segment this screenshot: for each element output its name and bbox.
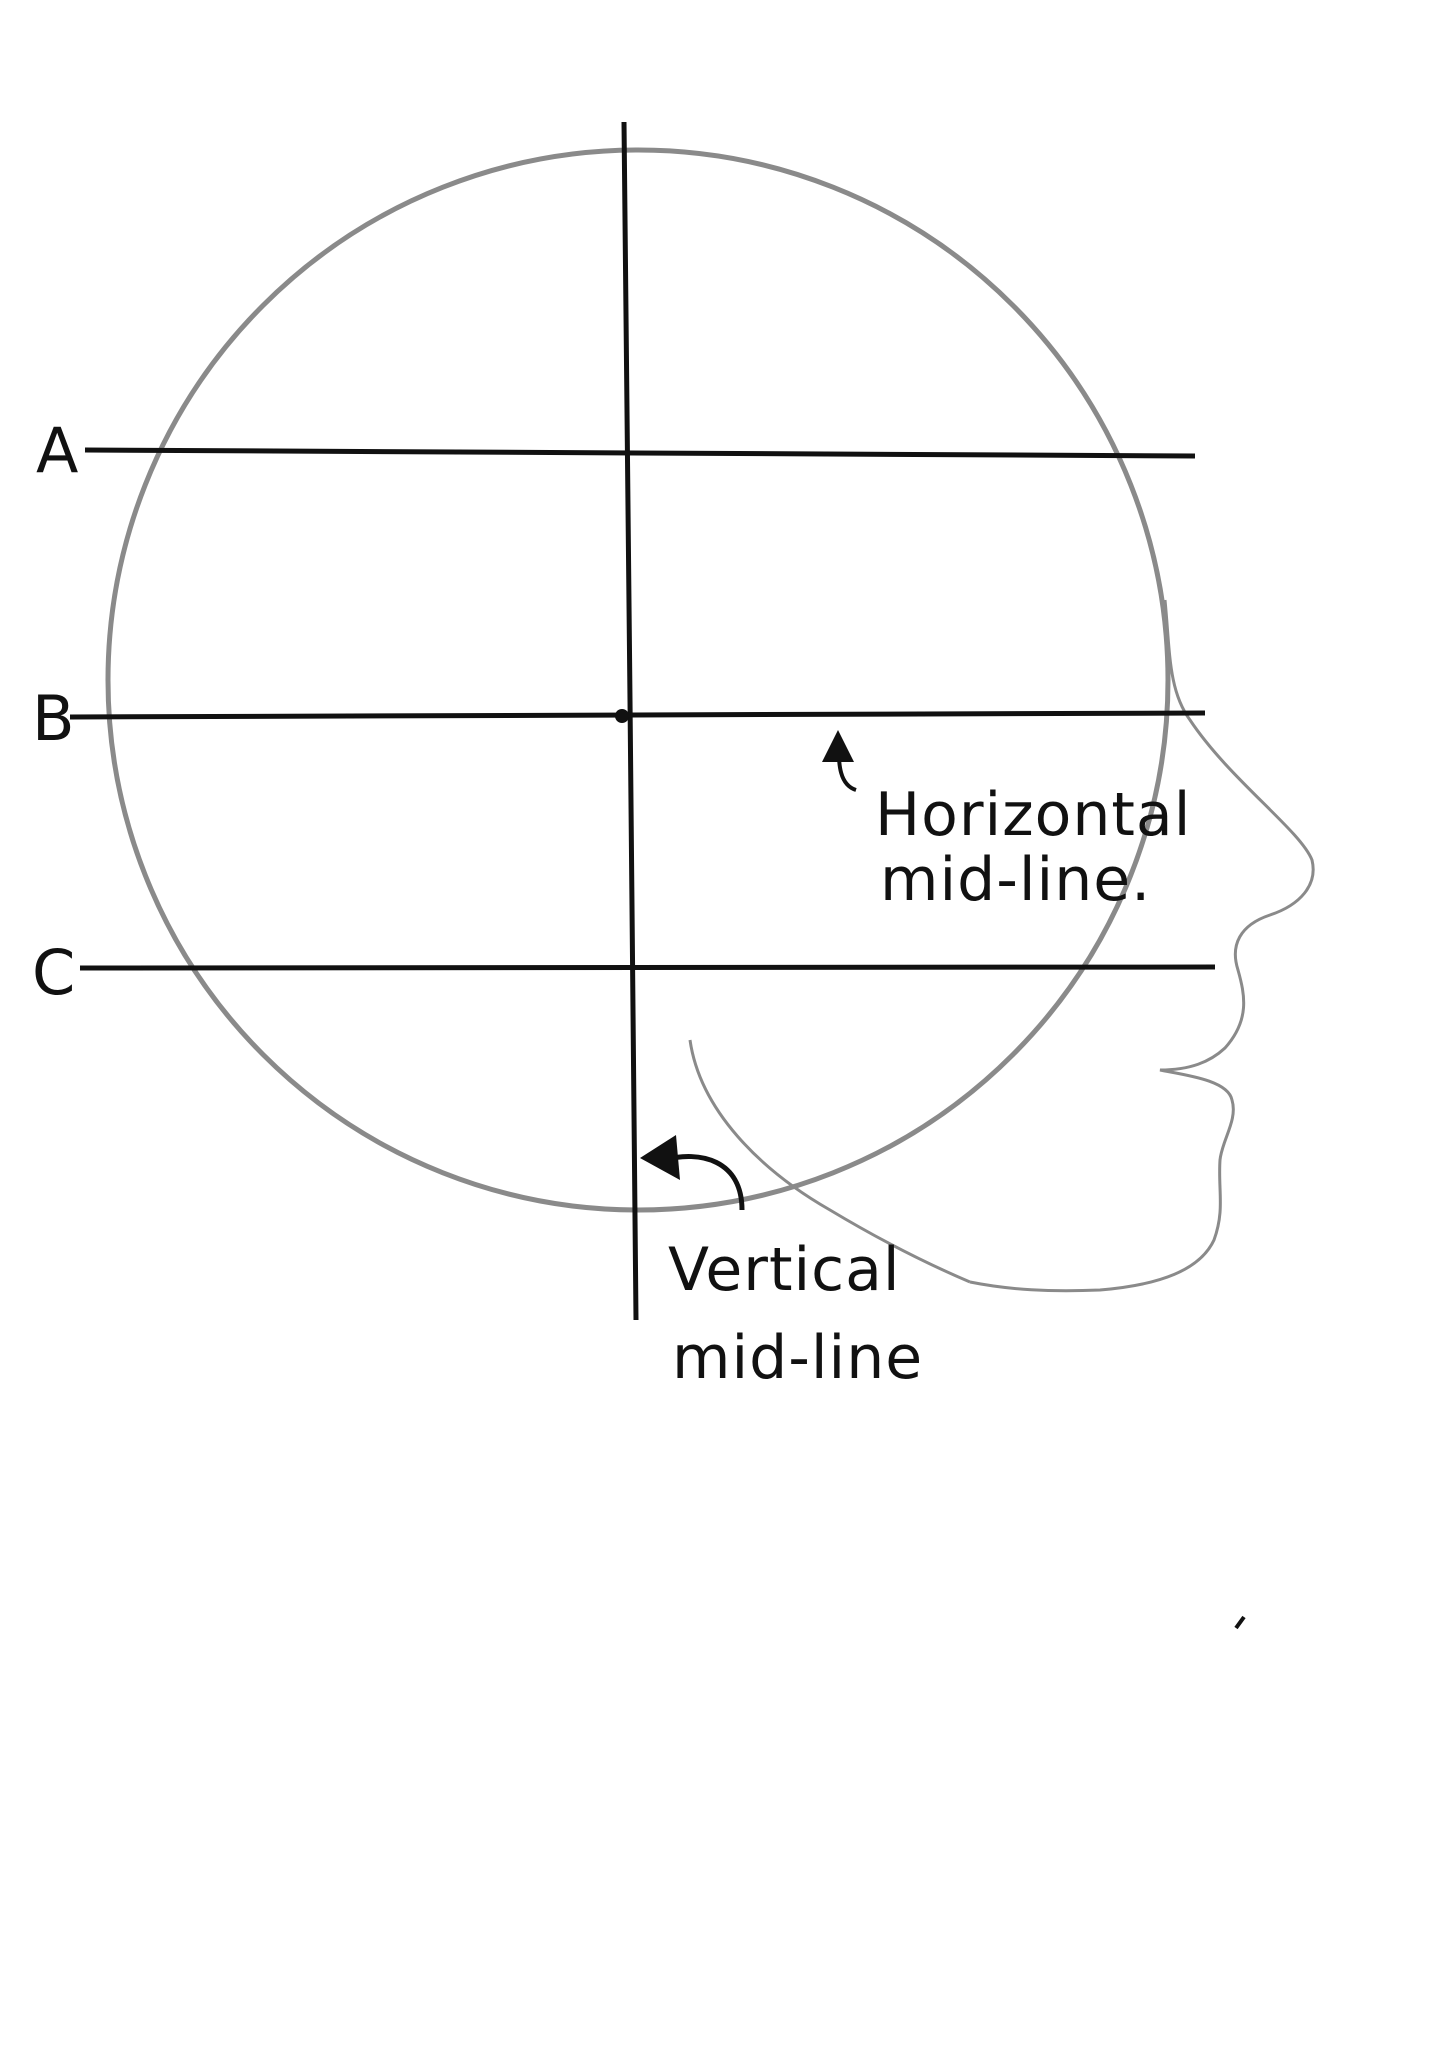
vertical-mid-line-label-1: Vertical [668, 1235, 901, 1305]
line-a [84, 447, 1196, 459]
center-point [615, 709, 629, 723]
horizontal-arrow-head [822, 730, 854, 762]
vertical-mid-line [621, 121, 639, 1321]
cranium-circle [105, 147, 1171, 1213]
line-c [79, 964, 1216, 971]
label-c: C [32, 936, 75, 1009]
vertical-mid-line-label-2: mid-line [672, 1323, 923, 1393]
horizontal-mid-line-label-2: mid-line. [880, 845, 1151, 915]
label-a: A [36, 414, 78, 487]
vertical-arrow-head [640, 1135, 680, 1180]
jaw-line [688, 1039, 971, 1284]
horizontal-mid-line-label-1: Horizontal [875, 780, 1191, 850]
label-b: B [32, 682, 75, 755]
stray-mark [1234, 1615, 1246, 1630]
line-b-horizontal-mid-line [69, 710, 1206, 720]
face-profile-outline [969, 599, 1315, 1293]
